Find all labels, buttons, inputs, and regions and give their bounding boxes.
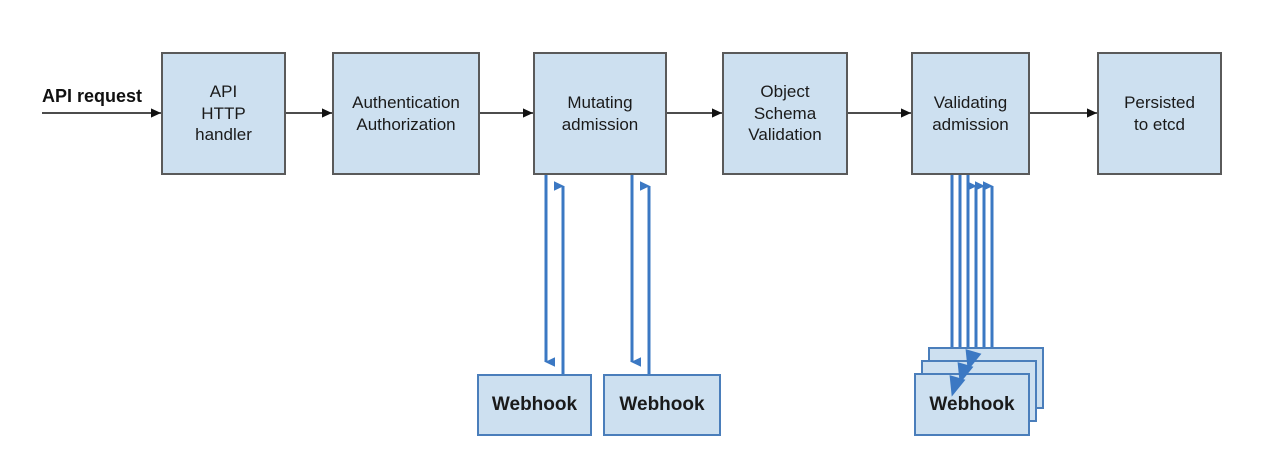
stage-box-mutating-admission[interactable]: Mutating admission bbox=[533, 52, 667, 175]
webhook-label-mutating-2: Webhook bbox=[619, 394, 705, 415]
stage-label-mutating-admission: Mutating admission bbox=[561, 92, 639, 134]
stage-box-persisted-to-etcd[interactable]: Persisted to etcd bbox=[1097, 52, 1222, 175]
validating-webhook-down-arrowheads bbox=[949, 349, 982, 397]
api-request-label: API request bbox=[42, 86, 143, 106]
webhook-box-mutating-2[interactable]: Webhook bbox=[603, 374, 721, 436]
stage-label-validating-admission: Validating admission bbox=[932, 92, 1009, 134]
webhook-label-mutating-1: Webhook bbox=[491, 394, 578, 415]
stage-box-object-schema-validation[interactable]: Object Schema Validation bbox=[722, 52, 848, 175]
stage-label-api-http-handler: API HTTP handler bbox=[195, 81, 252, 145]
stage-label-persisted-to-etcd: Persisted to etcd bbox=[1124, 92, 1195, 134]
webhook-box-mutating-1[interactable]: Webhook bbox=[477, 374, 592, 436]
stage-label-authentication-authorization: Authentication Authorization bbox=[352, 92, 460, 134]
webhook-box-validating-front[interactable]: Webhook bbox=[914, 373, 1030, 436]
stage-box-api-http-handler[interactable]: API HTTP handler bbox=[161, 52, 286, 175]
stage-box-validating-admission[interactable]: Validating admission bbox=[911, 52, 1030, 175]
stage-box-authentication-authorization[interactable]: Authentication Authorization bbox=[332, 52, 480, 175]
webhook-label-validating-front: Webhook bbox=[929, 393, 1015, 415]
stage-label-object-schema-validation: Object Schema Validation bbox=[748, 81, 822, 145]
